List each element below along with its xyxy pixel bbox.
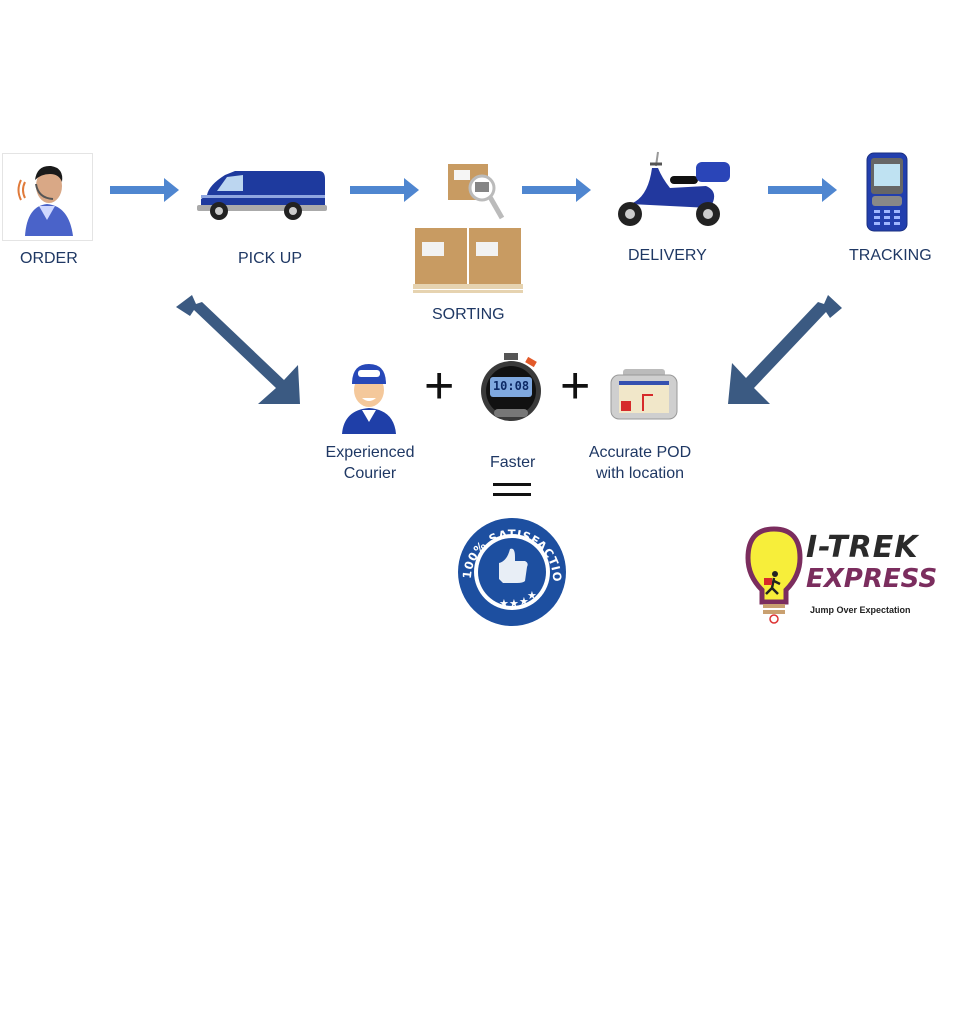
mobile-phone-icon (866, 152, 908, 232)
diagonal-arrow-right (728, 295, 842, 404)
delivery-van-icon (197, 171, 327, 220)
flow-arrow-2 (350, 178, 419, 202)
flow-arrow-3 (522, 178, 591, 202)
plus-sign-1: + (424, 357, 455, 415)
benefit-line-2: with location (595, 465, 685, 482)
step-label-tracking: TRACKING (849, 247, 932, 264)
logo-tagline: Jump Over Expectation (810, 605, 911, 615)
stopwatch-icon: 10:08 (478, 353, 544, 429)
company-logo: I-TREK EXPRESS Jump Over Expectation (744, 526, 937, 626)
step-label-pick-up: PICK UP (238, 250, 303, 267)
logo-title-line2: EXPRESS (806, 564, 938, 594)
benefit-label-pod: Accurate POD with location (585, 442, 695, 484)
svg-text:★: ★ (509, 597, 519, 610)
gps-device-icon (610, 369, 678, 420)
diagonal-arrow-left (176, 295, 300, 404)
step-label-order: ORDER (20, 250, 78, 267)
svg-text:★: ★ (519, 595, 529, 608)
order-icon-frame (2, 153, 93, 241)
svg-text:★: ★ (527, 589, 537, 602)
benefit-label-courier: Experienced Courier (318, 442, 422, 484)
step-label-sorting: SORTING (432, 306, 505, 323)
logo-title-line1: I-TREK (806, 530, 919, 565)
benefit-label-faster: Faster (490, 454, 536, 471)
thumbs-up-icon (499, 548, 528, 583)
plus-sign-2: + (560, 357, 591, 415)
parcel-sorting-icon (413, 164, 523, 293)
benefit-line-1: Accurate POD (588, 444, 692, 461)
svg-text:★: ★ (499, 597, 509, 610)
stopwatch-display: 10:08 (492, 379, 530, 393)
equals-sign (493, 483, 531, 497)
courier-icon (342, 364, 396, 434)
rating-stars: ★★★★ (499, 589, 537, 610)
flow-arrow-4 (768, 178, 837, 202)
satisfaction-badge: 100% SATISFACTION ★★★★ (450, 506, 569, 627)
lightbulb-icon (745, 526, 803, 624)
call-center-agent-icon (17, 165, 73, 236)
benefit-line-2: Courier (343, 465, 397, 482)
scooter-icon (618, 151, 730, 226)
step-label-delivery: DELIVERY (628, 247, 707, 264)
flow-arrow-1 (110, 178, 179, 202)
benefit-line-1: Experienced (325, 444, 415, 461)
